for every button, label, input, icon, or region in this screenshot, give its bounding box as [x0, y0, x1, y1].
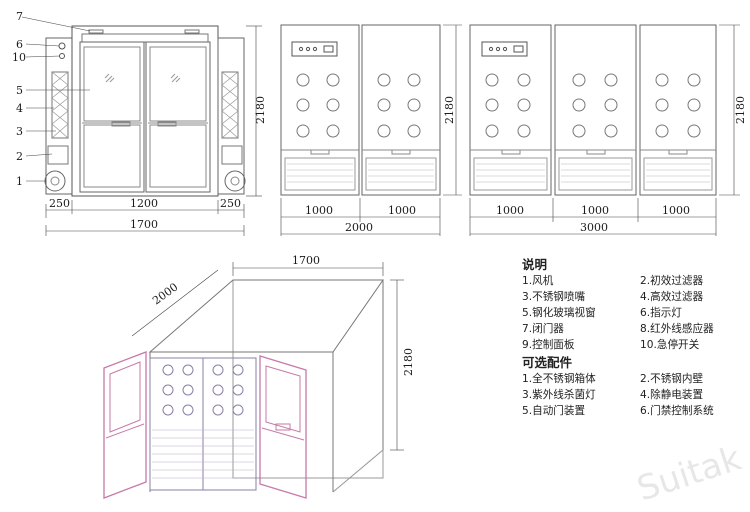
- callout-10: 10: [12, 51, 26, 64]
- callout-5: 5: [16, 84, 23, 97]
- left-window: [83, 46, 141, 122]
- emergency-stop: [59, 53, 65, 59]
- right-window: [149, 46, 207, 122]
- left-fan: [44, 170, 66, 192]
- iso-nozzles: [162, 364, 244, 416]
- legend-item-1: 1.风机: [522, 275, 554, 287]
- option-item-2: 2.不锈钢内壁: [640, 373, 704, 385]
- option-item-5: 5.自动门装置: [522, 405, 586, 417]
- options-title: 可选配件: [522, 355, 573, 370]
- right-fan: [224, 170, 246, 192]
- options-items: 1.全不锈钢箱体 2.不锈钢内壁 3.紫外线杀菌灯 4.除静电装置 5.自动门装…: [522, 372, 748, 419]
- dim-2000-module-b: 1000: [388, 204, 416, 217]
- legend-item-2: 2.初效过滤器: [640, 275, 704, 287]
- grille-b: [365, 157, 437, 191]
- iso-top-face: [148, 279, 384, 353]
- dim-iso-depth: 2000: [150, 280, 180, 307]
- dim-3000-module-b: 1000: [581, 204, 609, 217]
- legend-item-9: 9.控制面板: [522, 339, 575, 351]
- left-door: [79, 41, 145, 193]
- side-view-2000: [280, 24, 462, 236]
- dim-3000-total: 3000: [580, 221, 608, 234]
- side-2000-dimension-labels: 1000 1000 2000 2180: [305, 96, 456, 234]
- front-dimension-labels: 250 1200 250 1700 2180: [49, 96, 267, 231]
- callout-3: 3: [16, 125, 23, 138]
- legend-items: 1.风机 2.初效过滤器 3.不锈钢喷嘴 4.高效过滤器 5.钢化玻璃视窗 6.…: [522, 274, 748, 353]
- legend-item-5: 5.钢化玻璃视窗: [522, 307, 596, 319]
- dim-2000-total: 2000: [345, 221, 373, 234]
- front-body: [71, 25, 219, 197]
- dim-height-2180: 2180: [254, 96, 267, 124]
- dim-3000-height: 2180: [734, 96, 747, 124]
- right-side-panel: [217, 37, 245, 195]
- callout-1: 1: [16, 175, 23, 188]
- option-item-4: 4.除静电装置: [640, 389, 704, 401]
- option-item-3: 3.紫外线杀菌灯: [522, 389, 596, 401]
- dim-iso-height: 2180: [402, 348, 415, 376]
- side-3000-dimension-labels: 1000 1000 1000 3000 2180: [496, 96, 747, 234]
- door-closer: [88, 29, 104, 34]
- callout-7: 7: [16, 10, 23, 23]
- module-b-body: [554, 24, 637, 196]
- side-view-3000: [469, 24, 740, 236]
- legend-item-8: 8.红外线感应器: [640, 323, 714, 335]
- callout-2: 2: [16, 150, 23, 163]
- dim-mid-1200: 1200: [130, 197, 158, 210]
- callout-6: 6: [16, 38, 23, 51]
- option-item-6: 6.门禁控制系统: [640, 405, 714, 417]
- dim-left-250: 250: [49, 197, 70, 210]
- dim-3000-module-c: 1000: [662, 204, 690, 217]
- iso-left-door-window: [109, 361, 141, 433]
- dim-iso-width: 1700: [292, 254, 320, 267]
- option-item-1: 1.全不锈钢箱体: [522, 373, 596, 385]
- dim-3000-module-a: 1000: [496, 204, 524, 217]
- front-callout-labels: 7 6 10 5 4 3 2 1: [12, 10, 26, 188]
- module-a-body: [469, 24, 552, 196]
- indicator-light: [58, 42, 66, 50]
- legend-panel: 说明 1.风机 2.初效过滤器 3.不锈钢喷嘴 4.高效过滤器 5.钢化玻璃视窗…: [522, 256, 748, 419]
- legend-item-6: 6.指示灯: [640, 307, 682, 319]
- nozzles-3000: [485, 73, 701, 138]
- module-a-body: [280, 24, 360, 196]
- control-panel: [481, 41, 528, 57]
- iso-view: [103, 262, 404, 499]
- module-b-body: [361, 24, 441, 196]
- iso-right-door-window: [265, 365, 301, 433]
- iso-right-door: [259, 355, 307, 499]
- nozzles-2000: [296, 73, 421, 138]
- callout-4: 4: [16, 102, 23, 115]
- legend-item-7: 7.闭门器: [522, 323, 564, 335]
- dim-2000-height: 2180: [443, 96, 456, 124]
- left-fan-box: [47, 145, 69, 165]
- control-panel: [291, 41, 338, 57]
- dim-total-1700: 1700: [130, 218, 158, 231]
- dim-right-250: 250: [220, 197, 241, 210]
- legend-title: 说明: [522, 257, 548, 272]
- iso-left-door: [103, 351, 147, 499]
- grille-a: [284, 157, 356, 191]
- legend-item-10: 10.急停开关: [640, 339, 700, 351]
- right-door: [145, 41, 211, 193]
- left-filter: [51, 71, 69, 139]
- dim-2000-module-a: 1000: [305, 204, 333, 217]
- legend-item-3: 3.不锈钢喷嘴: [522, 291, 586, 303]
- legend-item-4: 4.高效过滤器: [640, 291, 704, 303]
- front-view: [21, 16, 262, 236]
- module-c-body: [639, 24, 717, 196]
